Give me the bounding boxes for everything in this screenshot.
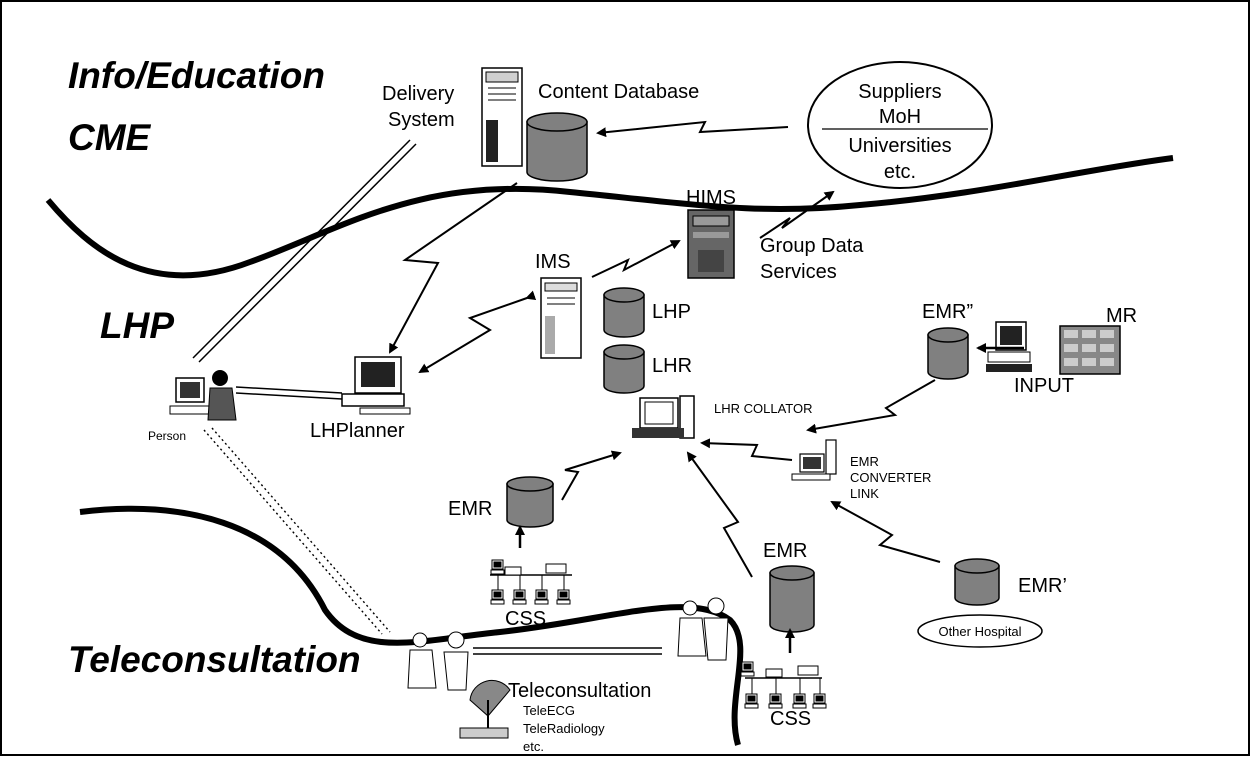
css-left-label: CSS xyxy=(505,608,546,630)
converter-to-collator-arrow xyxy=(700,438,793,461)
css-left-network-icon xyxy=(490,559,572,605)
emr-center-to-collator-arrow xyxy=(686,451,753,578)
emr-converter-label-3: LINK xyxy=(850,486,879,501)
suppliers-to-content-arrow xyxy=(596,120,789,138)
emr-converter-label-2: CONVERTER xyxy=(850,470,931,485)
mr-label: MR xyxy=(1106,305,1137,327)
lhr-database-icon xyxy=(603,344,645,394)
teleradiology-label: TeleRadiology xyxy=(523,721,605,736)
delivery-link xyxy=(192,139,417,363)
emr-center-database-icon xyxy=(769,565,815,633)
css-right-label: CSS xyxy=(770,708,811,730)
emr-prime-label: EMR’ xyxy=(1018,575,1067,597)
emr-converter-icon xyxy=(791,439,837,481)
hims-server-icon xyxy=(687,209,735,279)
moh-label: MoH xyxy=(879,106,921,128)
emr-left-to-collator-arrow xyxy=(561,450,622,501)
input-label: INPUT xyxy=(1014,375,1074,397)
emr-prime-to-converter-arrow xyxy=(830,501,941,563)
hims-to-suppliers-arrow xyxy=(759,190,835,239)
zone-cme: CME xyxy=(68,117,152,158)
emr-center-label: EMR xyxy=(763,540,807,562)
boundary-top xyxy=(45,155,1174,279)
lhplanner-label: LHPlanner xyxy=(310,420,405,442)
suppliers-etc-label: etc. xyxy=(884,161,916,183)
emr-converter-label-1: EMR xyxy=(850,454,879,469)
delivery-system-label-2: System xyxy=(388,109,455,131)
person-label: Person xyxy=(148,429,186,443)
other-hospital-ellipse xyxy=(917,614,1043,648)
lhp-database-icon xyxy=(603,287,645,338)
input-workstation-icon xyxy=(986,321,1032,372)
universities-label: Universities xyxy=(848,135,951,157)
group-data-label-1: Group Data xyxy=(760,235,864,257)
hims-label: HIMS xyxy=(686,187,736,209)
person-to-teleconsultation-dotted xyxy=(203,427,391,635)
person-workstation-icon xyxy=(169,370,237,421)
content-database-icon xyxy=(526,112,588,182)
mr-cabinet-icon xyxy=(1059,325,1121,375)
person-to-lhplanner-link xyxy=(235,386,343,400)
lhplanner-computer-icon xyxy=(341,356,411,415)
ims-server-icon xyxy=(540,277,582,359)
lhr-collator-icon xyxy=(632,395,695,439)
css-right-network-icon xyxy=(740,661,827,709)
teleconsultation-service-label: Teleconsultation xyxy=(508,680,651,702)
tele-etc-label: etc. xyxy=(523,739,544,754)
ims-to-hims-arrow xyxy=(591,240,681,278)
doctor-patient-left-icon xyxy=(407,631,469,691)
emr-double-prime-to-collator-arrow xyxy=(806,379,936,434)
doctor-patient-right-icon xyxy=(677,597,729,661)
content-database-label: Content Database xyxy=(538,81,699,103)
suppliers-ellipse xyxy=(807,61,993,189)
group-data-label-2: Services xyxy=(760,261,837,283)
emr-left-database-icon xyxy=(506,476,554,528)
teleecg-label: TeleECG xyxy=(523,703,575,718)
boundary-bottom xyxy=(79,505,744,746)
emr-double-prime-database-icon xyxy=(927,327,969,380)
zone-teleconsultation: Teleconsultation xyxy=(68,639,361,680)
satellite-dish-icon xyxy=(459,680,511,739)
other-hospital-label: Other Hospital xyxy=(938,624,1021,639)
suppliers-label: Suppliers xyxy=(858,81,941,103)
content-to-lhplanner-arrow xyxy=(389,182,518,354)
tele-double-link xyxy=(473,647,662,655)
content-server-icon xyxy=(481,67,523,167)
ims-label: IMS xyxy=(535,251,571,273)
zone-info-education: Info/Education xyxy=(68,55,325,96)
lhp-db-label: LHP xyxy=(652,301,691,323)
emr-prime-database-icon xyxy=(954,558,1000,606)
emr-left-label: EMR xyxy=(448,498,492,520)
delivery-system-label-1: Delivery xyxy=(382,83,454,105)
emr-double-prime-label: EMR” xyxy=(922,301,973,323)
lhr-db-label: LHR xyxy=(652,355,692,377)
ims-lhplanner-arrow xyxy=(418,290,537,374)
lhr-collator-label: LHR COLLATOR xyxy=(714,401,813,416)
zone-lhp: LHP xyxy=(100,305,174,346)
